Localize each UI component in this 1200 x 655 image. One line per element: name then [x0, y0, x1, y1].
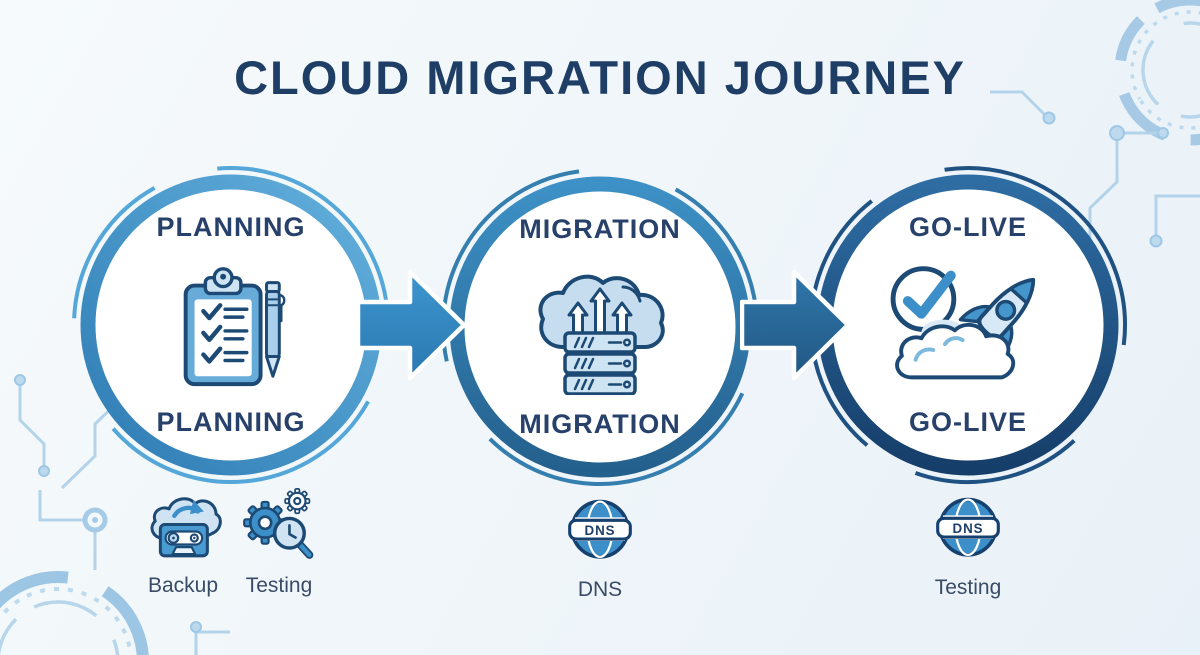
clipboard-checklist-icon: [183, 267, 286, 387]
planning-label-bottom: PLANNING: [156, 407, 306, 437]
dns-globe-icon: DNS: [568, 499, 632, 559]
sub-item-testing-planning-label: Testing: [245, 574, 313, 597]
sub-item-backup-label: Backup: [147, 574, 219, 597]
page-title: CLOUD MIGRATION JOURNEY: [234, 51, 966, 104]
dns-globe-icon: DNS: [936, 497, 1000, 557]
migration-sub-items: DNS DNS: [435, 490, 765, 602]
planning-label-top: PLANNING: [156, 212, 306, 242]
go-live-label-bottom: GO-LIVE: [908, 407, 1027, 437]
planning-circle-content: PLANNING: [94, 188, 368, 462]
planning-sub-items: Backup: [66, 488, 396, 598]
process-arrow-2: [740, 269, 851, 381]
sub-item-testing-golive: DNS Testing: [927, 488, 1009, 600]
sub-item-dns: DNS DNS: [559, 490, 641, 602]
check-rocket-launch-icon: [890, 266, 1036, 380]
migration-circle-content: MIGRATION: [463, 190, 737, 464]
go-live-circle-content: GO-LIVE: [831, 188, 1105, 462]
dns-badge-text: DNS: [953, 521, 984, 536]
migration-label-top: MIGRATION: [519, 214, 681, 244]
cloud-upload-server-icon: [538, 274, 665, 395]
go-live-label-top: GO-LIVE: [908, 212, 1027, 242]
gears-magnifier-icon: [243, 488, 314, 559]
sub-item-backup: Backup: [143, 488, 223, 598]
process-arrow-1: [356, 269, 467, 381]
go-live-sub-items: DNS Testing: [803, 488, 1133, 600]
stage-migration: MIGRATION: [435, 162, 765, 632]
cloud-backup-tape-icon: [150, 497, 222, 558]
migration-label-bottom: MIGRATION: [519, 409, 681, 439]
sub-item-dns-label: DNS: [577, 578, 623, 601]
dns-badge-text: DNS: [585, 523, 616, 538]
sub-item-testing-golive-label: Testing: [934, 576, 1002, 599]
stage-planning: PLANNING: [66, 160, 396, 630]
stage-go-live: GO-LIVE: [803, 160, 1133, 630]
sub-item-testing-planning: Testing: [239, 488, 319, 598]
